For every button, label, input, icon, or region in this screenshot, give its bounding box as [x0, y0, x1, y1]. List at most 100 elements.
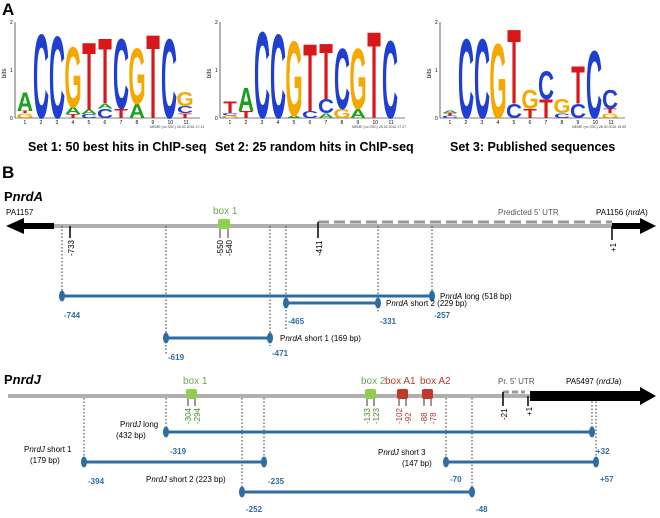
logo-position-tick: 1 — [229, 120, 232, 126]
logo-position-tick: 1 — [449, 120, 452, 126]
logo-letter-T: T — [443, 113, 457, 117]
logo-letter-G: G — [521, 86, 538, 115]
logo-position-tick: 2 — [465, 120, 468, 126]
nrdA-segment-short2-label: PnrdA short 2 (229 bp) — [386, 299, 467, 308]
gene-label-nrdJa: PA5497 (nrdJa) — [566, 377, 622, 386]
logo-position-tick: 7 — [325, 120, 328, 126]
logo-ytick-1: 1 — [435, 68, 438, 74]
nrdA-box1-label: box 1 — [213, 206, 238, 217]
nrdJ-boxA1-a: -102 — [395, 407, 404, 424]
logo-letter-T: T — [146, 11, 160, 144]
nrdJ-segment-long: PnrdJ long (432 bp) -319 +32 — [116, 420, 610, 456]
nrdA-segment-long-label: PnrdA long (518 bp) — [440, 292, 512, 301]
logo-letter-G: G — [221, 115, 238, 119]
nrdA-utr-label: Predicted 5’ UTR — [498, 208, 559, 217]
logo-letter-G: G — [349, 32, 366, 128]
logo-letter-G: G — [489, 22, 506, 141]
logo-letter-A: A — [442, 110, 459, 114]
nrdA-box1-start: -550 — [216, 239, 225, 256]
logo-position-tick: 9 — [152, 120, 155, 126]
logo-letter-G: G — [285, 20, 302, 139]
nrdJ-promoter-title: PnrdJ — [4, 372, 42, 387]
logo-letter-C: C — [474, 17, 490, 143]
nrdA-box1-marker — [218, 219, 230, 229]
logo-position-tick: 5 — [513, 120, 516, 126]
logo-position-tick: 6 — [309, 120, 312, 126]
logo-position-tick: 11 — [389, 120, 394, 126]
logo-letter-G: G — [333, 106, 350, 121]
logo-letter-C: C — [382, 18, 398, 141]
nrdJ-segment-short2: PnrdJ short 2 (223 bp) -252 -48 — [146, 475, 488, 514]
logo-letter-T: T — [367, 7, 381, 145]
logo-footer: MEME (no SSC) 26.02.2016 15:55 — [572, 125, 626, 129]
logo-position-tick: 2 — [245, 120, 248, 126]
nrdJ-box2-a: -133 — [363, 407, 372, 424]
nrdJ-segment-short3: PnrdJ short 3 (147 bp) -70 +57 — [378, 448, 614, 484]
logo-bits-label: bits — [427, 69, 433, 78]
logo-letter-G: G — [601, 112, 618, 119]
nrdJ-box1-marker — [186, 389, 197, 399]
logo-position-tick: 4 — [72, 120, 75, 126]
logo-position-tick: 3 — [56, 120, 59, 126]
logo-position-tick: 11 — [609, 120, 614, 126]
logo-letter-T: T — [603, 108, 617, 115]
nrdJ-boxA2-a: -88 — [420, 412, 429, 424]
logo-letter-C: C — [458, 17, 474, 143]
logo-position-tick: 8 — [341, 120, 344, 126]
nrdJ-boxA2-b: -78 — [429, 412, 438, 424]
logo-letter-C: C — [254, 7, 270, 145]
logo-letter-T: T — [66, 113, 80, 119]
logo-ytick-2: 2 — [435, 20, 438, 26]
logo-letter-C: C — [81, 113, 98, 119]
nrdJ-box2-b: -123 — [372, 407, 381, 424]
nrdA-promoter-title: PnrdA — [4, 189, 43, 204]
gene-label-nrdA: PA1156 (nrdA) — [596, 208, 648, 217]
nrdA-segment-long-end: -257 — [434, 311, 451, 320]
nrdA-segment-long: PnrdA long (518 bp) -744 -257 — [59, 290, 512, 320]
logo-ytick-1: 1 — [215, 68, 218, 74]
nrdJ-segment-short3-end: +57 — [600, 475, 614, 484]
logo-letter-A: A — [17, 88, 33, 117]
logo-letter-C: C — [33, 11, 49, 144]
nrdJ-segment-long-size: (432 bp) — [116, 431, 146, 440]
logo-letter-C: C — [538, 63, 554, 108]
logo-position-tick: 9 — [357, 120, 360, 126]
nrdJ-segment-short2-start: -252 — [246, 505, 263, 514]
nrdA-segment-short2-start: -465 — [288, 317, 305, 326]
logo-letter-G: G — [64, 30, 81, 126]
nrdJ-boxA1-b: -92 — [404, 412, 413, 424]
nrdJ-segment-short2-label: PnrdJ short 2 (223 bp) — [146, 475, 226, 484]
logo-letter-A: A — [286, 115, 303, 119]
logo-position-tick: 3 — [261, 120, 264, 126]
logo-letter-T: T — [239, 109, 253, 121]
nrdA-mark-411: -411 — [315, 240, 324, 256]
nrdJ-segment-short1-label: PnrdJ short 1 — [24, 445, 72, 454]
gene-arrow-pa1157 — [6, 218, 54, 234]
nrdJ-utr-label: Pr. 5’ UTR — [498, 377, 535, 386]
logo-footer: MEME (no SSC) 26.02.2016 17:27 — [352, 125, 406, 129]
nrdA-mark-733: -733 — [67, 239, 76, 256]
logo-letter-A: A — [350, 106, 366, 121]
logo-position-tick: 8 — [136, 120, 139, 126]
logo-letter-G: G — [16, 112, 33, 119]
logo-letter-C: C — [270, 11, 286, 144]
logo-letter-T: T — [18, 110, 32, 114]
logo-position-tick: 10 — [593, 120, 599, 126]
nrdA-segment-short1-label: PnrdA short 1 (169 bp) — [280, 334, 361, 343]
logo-letter-C: C — [586, 31, 602, 139]
logo-letter-G: G — [176, 89, 193, 111]
gene-arrow-nrdJa — [530, 387, 656, 405]
logo-caption-set-2: Set 2: 25 random hits in ChIP-seq — [215, 140, 414, 154]
logo-position-tick: 9 — [577, 120, 580, 126]
logo-letter-C: C — [161, 17, 177, 143]
gene-arrow-nrdA — [612, 218, 656, 234]
logo-letter-C: C — [334, 32, 350, 128]
logo-letter-C: C — [302, 109, 318, 121]
logo-ytick-0: 0 — [435, 116, 438, 122]
logo-letter-G: G — [553, 96, 570, 118]
nrdJ-segment-long-end: +32 — [596, 447, 610, 456]
logo-letter-T: T — [319, 28, 333, 117]
logo-letter-T: T — [507, 8, 521, 127]
logo-position-tick: 4 — [277, 120, 280, 126]
